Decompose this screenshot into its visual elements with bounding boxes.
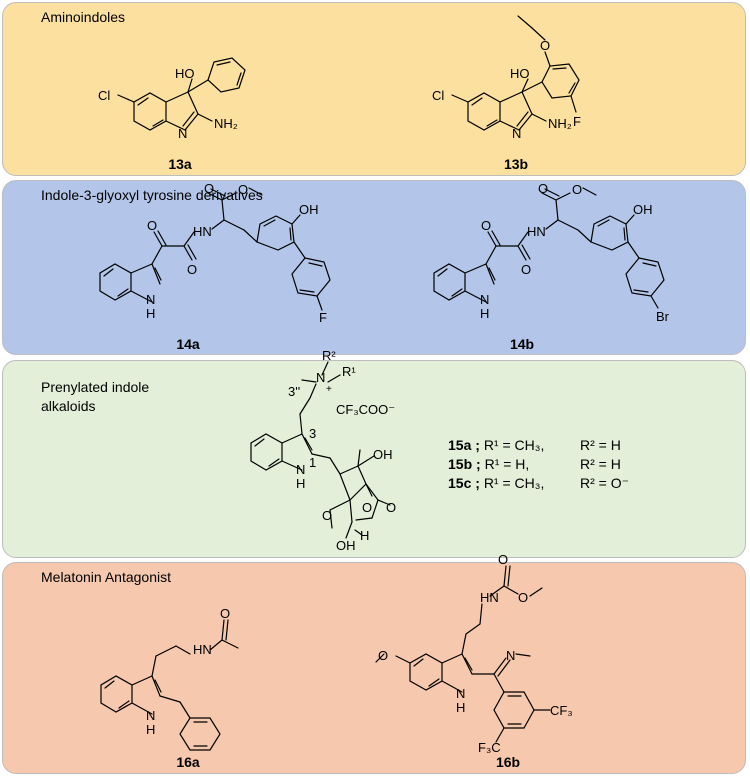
counterion-label: CF₃COO⁻	[336, 402, 395, 417]
nitrogen-atom: N	[178, 126, 187, 141]
oxygen-atom: O	[147, 218, 157, 233]
position-3-label: 3	[309, 426, 316, 441]
panel-title-line2: alkaloids	[41, 398, 96, 414]
legend-id: 15a ;	[448, 437, 480, 453]
amide-nh-label: HN	[193, 224, 212, 239]
oxygen-atom: O	[204, 181, 214, 196]
panel-melatonin: Melatonin Antagonist	[2, 562, 746, 774]
carbonyl-oxygen: O	[498, 552, 508, 567]
structure-16a: HN O N H	[100, 606, 239, 751]
compound-label-16a: 16a	[176, 754, 200, 770]
hydroxyl-label: HO	[510, 66, 530, 81]
carbamate-nh-label: HN	[480, 590, 499, 605]
legend-id: 15c ;	[448, 475, 480, 491]
compound-label-16b: 16b	[495, 754, 521, 770]
indole-nitrogen: N	[146, 292, 155, 307]
structure-16b: O HN O O N N H CF₃ F₃C	[375, 552, 573, 755]
amine-label: NH₂	[548, 116, 572, 131]
panel-prenylated: Prenylated indole alkaloids	[2, 360, 746, 558]
amide-nh-label: HN	[193, 642, 212, 657]
structure-13b: Cl HO N NH₂ O F	[432, 15, 581, 141]
panel-title: Aminoindoles	[41, 9, 126, 25]
legend-r2: R² = H	[580, 437, 621, 453]
bridgehead-hydrogen: H	[360, 528, 369, 543]
legend-row-15c: 15c ; R¹ = CH₃, R² = O⁻	[448, 475, 629, 491]
legend-row-15b: 15b ; R¹ = H, R² = H	[448, 456, 621, 472]
carbonyl-oxygen: O	[220, 606, 230, 621]
legend-row-15a: 15a ; R¹ = CH₃, R² = H	[448, 437, 621, 453]
fluorine-atom: F	[319, 310, 327, 325]
hydroxyl-label: OH	[299, 202, 319, 217]
oxygen-atom: O	[238, 182, 248, 197]
indole-nitrogen: N	[296, 462, 305, 477]
carbonyl-oxygen: O	[386, 500, 396, 515]
compound-label-14b: 14b	[509, 336, 535, 352]
position-1-label: 1	[309, 455, 316, 470]
oxygen-atom: O	[481, 218, 491, 233]
chlorine-atom: Cl	[98, 88, 110, 103]
trifluoromethyl-label: CF₃	[550, 703, 573, 718]
indole-hydrogen: H	[146, 722, 155, 737]
legend-r2: R² = O⁻	[580, 475, 630, 491]
structure-15: OH O O O OH H N H 1 3 N + R² R¹ 3'' CF₃C…	[250, 348, 396, 553]
indole-hydrogen: H	[296, 476, 305, 491]
legend-id: 15b ;	[448, 456, 481, 472]
ester-oxygen: O	[518, 590, 528, 605]
r1-label: R¹	[342, 364, 356, 379]
indole-hydrogen: H	[456, 700, 465, 715]
position-3pp-label: 3''	[288, 384, 300, 399]
r2-label: R²	[322, 348, 336, 363]
oxygen-atom: O	[521, 262, 531, 277]
imine-nitrogen: N	[506, 648, 515, 663]
compound-label-13a: 13a	[168, 156, 192, 172]
hydroxyl-label: HO	[175, 66, 195, 81]
indole-nitrogen: N	[456, 686, 465, 701]
legend-r2: R² = H	[580, 456, 621, 472]
oxygen-atom: O	[538, 181, 548, 196]
hydroxyl-label: OH	[633, 202, 653, 217]
amine-label: NH₂	[214, 116, 238, 131]
indole-hydrogen: H	[146, 306, 155, 321]
amide-nh-label: HN	[527, 224, 546, 239]
legend-r1: R¹ = H,	[484, 456, 530, 472]
panel-title: Prenylated indole	[41, 379, 150, 395]
oxygen-atom: O	[187, 262, 197, 277]
panel-title: Indole-3-glyoxyl tyrosine derivatives	[41, 187, 263, 203]
indole-nitrogen: N	[480, 292, 489, 307]
hydroxyl-label: OH	[373, 447, 393, 462]
lactone-oxygen: O	[362, 500, 372, 515]
ammonium-nitrogen: N	[316, 370, 325, 385]
legend-r1: R¹ = CH₃,	[483, 437, 545, 453]
hydroxyl-label: OH	[336, 538, 356, 553]
compound-label-14a: 14a	[176, 336, 200, 352]
panel-aminoindoles: Aminoindoles	[2, 2, 746, 176]
chlorine-atom: Cl	[432, 88, 444, 103]
panel-indole-glyoxyl: Indole-3-glyoxyl tyrosine derivatives	[2, 180, 746, 355]
indole-nitrogen: N	[146, 708, 155, 723]
methoxy-oxygen: O	[378, 648, 388, 663]
nitrogen-atom: N	[512, 126, 521, 141]
fluorine-atom: F	[573, 114, 581, 129]
ether-oxygen: O	[322, 508, 332, 523]
trifluoromethyl-label: F₃C	[478, 740, 501, 755]
oxygen-atom: O	[540, 38, 550, 53]
compound-label-13b: 13b	[503, 156, 529, 172]
charge-label: +	[326, 384, 332, 395]
structure-14a: O O HN O O OH N H F	[99, 181, 331, 325]
legend-r1: R¹ = CH₃,	[483, 475, 545, 491]
bromine-atom: Br	[656, 309, 670, 324]
panel-title: Melatonin Antagonist	[41, 569, 171, 585]
indole-hydrogen: H	[480, 306, 489, 321]
structure-13a: Cl HO N NH₂	[98, 57, 246, 141]
oxygen-atom: O	[572, 182, 582, 197]
structure-14b: O O HN O O OH N H Br	[433, 181, 670, 324]
